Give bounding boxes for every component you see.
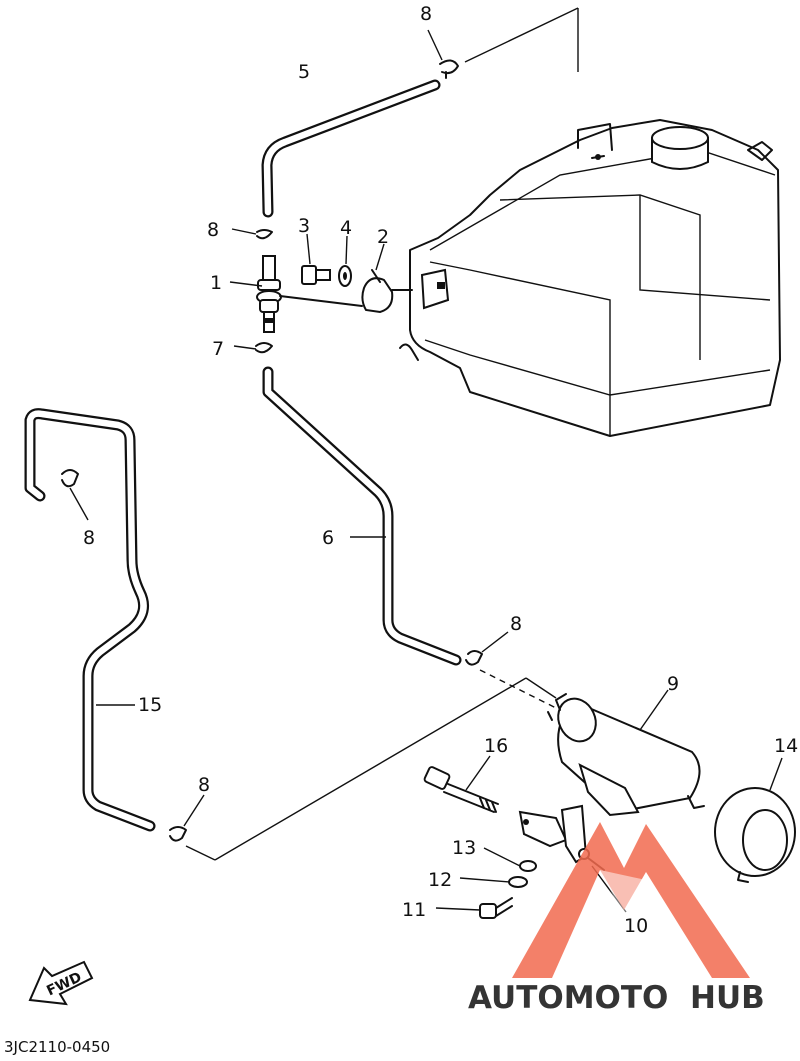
- callout-9: 9: [667, 673, 679, 695]
- callout-labels: 1 2 3 4 5 6 7 8 8 8 8 8 9 10 11 12 13 14…: [83, 3, 798, 937]
- leader-line: [769, 757, 783, 791]
- leader-line: [435, 907, 481, 911]
- watermark-text-hub: HUB: [690, 980, 765, 1016]
- callout-8-hose15-top: 8: [83, 527, 95, 549]
- bracket-2: [361, 269, 413, 314]
- hose-clip-icon: [255, 342, 273, 354]
- bolt-11: [479, 897, 513, 919]
- leader-line: [229, 281, 263, 287]
- callout-8-top: 8: [420, 3, 432, 25]
- fuel-hose-5: [261, 79, 441, 218]
- callout-8-hose6-end: 8: [510, 613, 522, 635]
- leader-line: [465, 755, 491, 791]
- hose-clip-icon: [256, 229, 273, 240]
- leader-line: [375, 243, 385, 271]
- forward-arrow-icon: FWD: [28, 960, 94, 1006]
- callout-3: 3: [298, 215, 310, 237]
- leader-line: [233, 345, 257, 350]
- callout-11: 11: [402, 899, 426, 921]
- leader-line: [69, 487, 89, 521]
- callout-12: 12: [428, 869, 452, 891]
- callout-5: 5: [298, 61, 310, 83]
- leader-line: [481, 631, 509, 653]
- callout-1: 1: [210, 272, 222, 294]
- hose-clip-icon: [439, 59, 459, 79]
- flow-line: [479, 669, 557, 709]
- leader-line: [345, 235, 348, 265]
- callout-4: 4: [340, 217, 352, 239]
- leader-line: [459, 877, 511, 883]
- hose-clip-icon: [61, 469, 79, 488]
- leader-line: [639, 689, 669, 731]
- flow-line: [214, 677, 527, 861]
- watermark-text-auto: AUTOMOTO: [468, 980, 668, 1016]
- flow-line: [185, 845, 216, 861]
- washer-13: [519, 860, 537, 872]
- bracket-10: [518, 804, 605, 871]
- leader-line: [483, 847, 521, 867]
- leader-line: [464, 7, 579, 63]
- washer-4: [338, 265, 352, 287]
- leader-line: [231, 228, 257, 235]
- leader-line: [183, 794, 205, 827]
- flow-line: [525, 677, 557, 699]
- callout-15: 15: [138, 694, 162, 716]
- fuel-filter: [256, 255, 363, 333]
- fuel-hose-6: [262, 366, 462, 666]
- component-14: [714, 787, 796, 883]
- hose-clip-icon: [169, 826, 187, 842]
- callout-10: 10: [624, 915, 648, 937]
- callout-16: 16: [484, 735, 508, 757]
- fuel-tank: [399, 119, 781, 437]
- watermark-logo: AUTOMOTO HUB: [468, 822, 765, 1016]
- callout-7: 7: [212, 338, 224, 360]
- leader-line: [306, 233, 311, 265]
- callout-13: 13: [452, 837, 476, 859]
- callout-8-filter: 8: [207, 219, 219, 241]
- hose-clip-icon: [465, 650, 483, 666]
- washer-12: [508, 876, 528, 888]
- fuel-hose-15: [24, 408, 156, 832]
- drawing-code: 3JC2110-0450: [4, 1038, 110, 1056]
- fuel-pump: [547, 693, 705, 817]
- callout-6: 6: [322, 527, 334, 549]
- bolt-3: [301, 265, 331, 285]
- bolt-16: [423, 766, 499, 813]
- callout-14: 14: [774, 735, 798, 757]
- callout-8-hose15-end: 8: [198, 774, 210, 796]
- leader-line: [427, 29, 443, 61]
- callout-2: 2: [377, 226, 389, 248]
